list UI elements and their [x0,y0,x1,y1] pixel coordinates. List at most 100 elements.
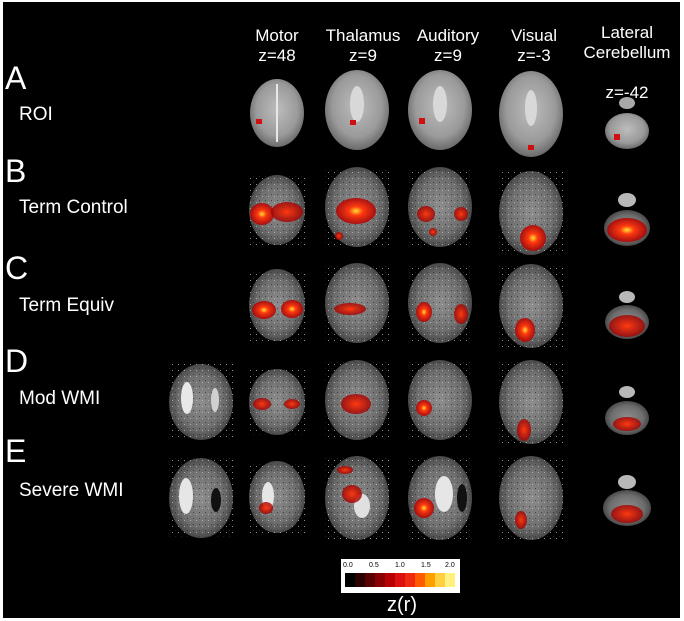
lesion [435,476,453,512]
colorbar-tick: 1.0 [395,562,405,569]
row-c-images [249,263,649,348]
row-b-images [249,167,650,255]
activation-blob [281,300,303,318]
roi-marker [614,134,620,140]
colorbar-segment [405,573,415,587]
activation-blob [609,315,645,337]
row-e-images [169,456,651,540]
activation-blob [259,502,273,514]
activation-blob [613,417,641,431]
roi-marker [528,145,534,150]
colorbar-segment [375,573,385,587]
column-name: Auditory [416,26,480,45]
colorbar-tick: 0.0 [343,562,353,569]
colorbar-segment [425,573,435,587]
activation-blob [337,466,353,474]
activation-blob [607,218,647,242]
brain-texture [408,167,472,247]
brain-texture [499,360,563,444]
colorbar-tick: 2.0 [445,562,455,569]
activation-blob [416,302,432,322]
ventricle [211,388,219,412]
activation-blob [341,394,371,414]
lesion [179,478,193,514]
colorbar-segment [435,573,445,587]
colorbar-segment [415,573,425,587]
lesion [211,488,221,512]
activation-blob [335,232,343,240]
column-name: Thalamus [325,26,401,45]
column-name: Lateral Cerebellum [583,23,671,62]
brainstem [618,475,636,489]
column-name: Motor [255,26,299,45]
activation-blob [520,225,546,251]
row-letter-c: C [5,250,29,286]
brain-texture [169,364,233,440]
lesion [457,484,467,512]
row-a-images [250,70,649,157]
column-header-motor: Motor z=48 [244,26,310,66]
activation-blob [342,485,362,503]
activation-blob [454,207,468,221]
activation-blob [429,228,437,236]
colorbar-segment [395,573,405,587]
column-z: z=48 [258,46,296,65]
activation-blob [611,505,643,523]
ventricle [433,86,447,122]
colorbar-segment [365,573,375,587]
column-header-auditory: Auditory z=9 [405,26,491,66]
brain-texture [408,360,472,440]
activation-blob [414,498,434,518]
activation-blob [271,202,303,222]
row-label-d: Mod WMI [19,388,101,409]
brainstem [618,193,636,207]
column-z: z=9 [434,46,462,65]
activation-blob [417,206,435,222]
activation-blob [454,304,468,324]
brain-texture [169,458,233,538]
roi-marker [256,119,262,124]
colorbar-tick: 1.5 [421,562,431,569]
row-label-b: Term Control [19,197,128,218]
colorbar-segment [355,573,365,587]
ventricle [181,382,193,414]
activation-blob [336,198,376,224]
ventricle [525,90,537,126]
row-letter-a: A [5,60,27,96]
row-letter-e: E [5,433,27,469]
activation-blob [253,398,271,410]
ventricle [350,86,364,122]
colorbar-segment [445,573,455,587]
row-label-a: ROI [19,104,53,125]
column-name: Visual [511,26,557,45]
column-z: z=-3 [517,46,551,65]
column-header-thalamus: Thalamus z=9 [313,26,413,66]
column-header-lateral-cerebellum: Lateral Cerebellum z=-42 [572,3,682,123]
activation-blob [416,400,432,416]
brain-texture [408,263,472,343]
roi-marker [350,120,356,125]
brainstem [619,291,635,303]
row-d-images [169,360,649,444]
brainstem [619,386,635,398]
column-z: z=9 [349,46,377,65]
colorbar-tick: 0.5 [369,562,379,569]
activation-blob [515,511,527,529]
roi-marker [419,118,425,124]
colorbar-segment [345,573,355,587]
row-label-c: Term Equiv [19,295,115,316]
activation-blob [517,419,531,441]
cerebellum-slice [605,113,649,149]
colorbar-title: z(r) [387,594,417,616]
colorbar: 0.0 0.5 1.0 1.5 2.0 [341,559,460,593]
row-letter-d: D [5,343,29,379]
column-z: z=-42 [605,83,649,102]
row-label-e: Severe WMI [19,480,124,501]
brain-texture [249,461,305,533]
activation-blob [250,203,274,225]
activation-blob [252,301,276,319]
activation-blob [284,399,300,409]
brain-texture [325,263,389,343]
row-letter-b: B [5,153,27,189]
colorbar-gradient [345,573,455,587]
